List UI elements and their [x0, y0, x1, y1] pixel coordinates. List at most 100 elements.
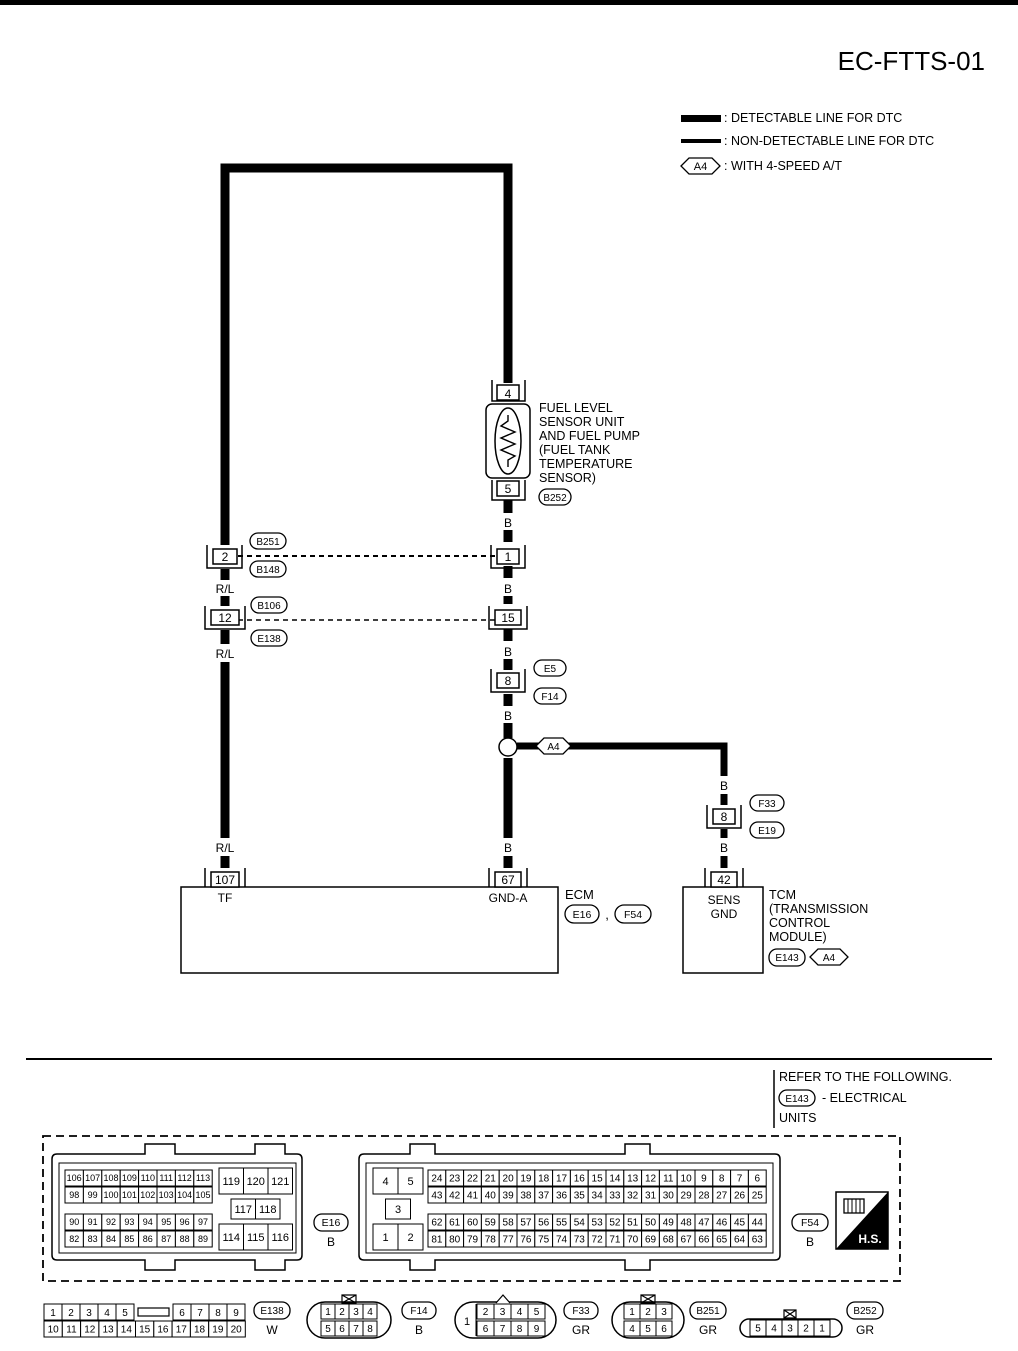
pin-number: 109: [122, 1173, 137, 1183]
legend-a4-tag-shape: [680, 157, 721, 175]
legend: : DETECTABLE LINE FOR DTC : NON-DETECTAB…: [680, 111, 934, 175]
tcm-label-1: SENS: [708, 893, 741, 907]
pin-number: 108: [103, 1173, 118, 1183]
pin-number: 11: [66, 1325, 77, 1336]
pin-number: 82: [69, 1234, 79, 1244]
pin-number: 4: [629, 1324, 635, 1335]
pin-number: 18: [194, 1325, 206, 1336]
pin-number: 13: [627, 1174, 639, 1185]
fuel-level-sensor: 4 5 FUEL LEVEL SENSOR UNIT AND FUEL PUMP…: [485, 380, 640, 506]
ecm-conn1: E16: [573, 909, 592, 921]
ecm-gnd-pin-box: [494, 871, 522, 888]
b252-id: B252: [853, 1306, 877, 1317]
ecm-conn2-pill: [614, 904, 652, 924]
pin-number: 94: [143, 1217, 153, 1227]
pin-number: 7: [500, 1324, 506, 1335]
wire-color-rl-2: R/L: [216, 647, 235, 661]
pin-number: 24: [431, 1174, 443, 1185]
connector-icon: [843, 1198, 865, 1214]
j1-left-pin-box: [212, 548, 238, 565]
pin-number: 1: [382, 1232, 388, 1244]
pin-number: 89: [198, 1234, 208, 1244]
pin-number: 13: [102, 1325, 114, 1336]
pin-number: 3: [353, 1307, 359, 1318]
wire-color-rl-1: R/L: [216, 582, 235, 596]
wire-color-b-6: B: [720, 779, 728, 793]
pin-number: 19: [520, 1174, 532, 1185]
j3-top-conn-pill: [533, 659, 567, 677]
pin-cell: [226, 1320, 246, 1338]
sensor-label-3: AND FUEL PUMP: [539, 429, 640, 443]
j3-bottom-conn-pill: [533, 687, 567, 705]
j2-left-bracket: [204, 606, 246, 630]
sensor-connector: B252: [543, 493, 567, 504]
pin-number: 42: [449, 1191, 461, 1202]
pin-number: 116: [271, 1232, 289, 1244]
pin-number: 80: [449, 1235, 461, 1246]
pin-number: 97: [198, 1217, 208, 1227]
f33-color: GR: [572, 1323, 590, 1337]
j1-left-pin: 2: [222, 550, 229, 564]
f54-id-pill: [791, 1213, 829, 1232]
pin-number: 83: [88, 1234, 98, 1244]
pin-number: 99: [88, 1190, 98, 1200]
pin-number: 101: [122, 1190, 137, 1200]
wire-color-b-3: B: [504, 645, 512, 659]
hs-triangle: [836, 1192, 888, 1249]
a4-tag: A4: [547, 742, 560, 753]
ecm-conn2: F54: [624, 909, 642, 921]
pin-number: 57: [520, 1218, 532, 1229]
pin-number: 5: [325, 1324, 331, 1335]
sensor-label-1: FUEL LEVEL: [539, 401, 613, 415]
ecm-tf-label: TF: [218, 891, 233, 905]
junction-f33-e19: 8 F33 E19: [706, 794, 785, 839]
j2-right-pin: 15: [501, 611, 515, 625]
pin-number: 20: [503, 1174, 515, 1185]
pin-number: 8: [215, 1308, 221, 1319]
pin-number: 72: [592, 1235, 604, 1246]
ecm-tf-pin: 107: [215, 873, 235, 887]
pin-number: 3: [395, 1204, 401, 1216]
j1-top-conn-pill: [249, 532, 287, 550]
j3-pin: 8: [505, 674, 512, 688]
pin-number: 106: [67, 1173, 82, 1183]
j2-top-conn: B106: [257, 601, 281, 612]
f33-id-pill: [563, 1301, 599, 1320]
j2-top-conn-pill: [250, 596, 288, 614]
pin-number: 62: [431, 1218, 443, 1229]
pin-cell: [397, 1223, 424, 1251]
pin-number: 6: [179, 1308, 185, 1319]
pin-number: 28: [698, 1191, 710, 1202]
pin-number: 12: [84, 1325, 96, 1336]
pin-number: 17: [176, 1325, 188, 1336]
legend-detectable-line: [681, 115, 721, 122]
f33-key-icon: [495, 1294, 511, 1304]
pin-number: 54: [574, 1218, 586, 1229]
pin-number: 21: [485, 1174, 497, 1185]
pin-number: 48: [681, 1218, 693, 1229]
splice-circle: [498, 737, 518, 757]
pin-number: 2: [339, 1307, 345, 1318]
pin-number: 32: [627, 1191, 639, 1202]
pin-number: 29: [681, 1191, 693, 1202]
pin-number: 61: [449, 1218, 461, 1229]
f14-id-pill: [401, 1301, 437, 1320]
tcm-pin: 42: [717, 873, 731, 887]
pin-number: 9: [233, 1308, 239, 1319]
b251-id: B251: [696, 1306, 720, 1317]
pin-number: 5: [534, 1307, 540, 1318]
ecm-gnd-label: GND-A: [489, 891, 528, 905]
pin-number: 2: [803, 1324, 809, 1335]
j1-bottom-conn: B148: [256, 565, 280, 576]
pin-number: 31: [645, 1191, 657, 1202]
pin-number: 102: [140, 1190, 155, 1200]
ecm-tf-pin-box: [210, 871, 240, 888]
refer-line2: - ELECTRICAL: [822, 1091, 907, 1105]
pin-number: 8: [517, 1324, 523, 1335]
pin-cell: [193, 1186, 213, 1204]
